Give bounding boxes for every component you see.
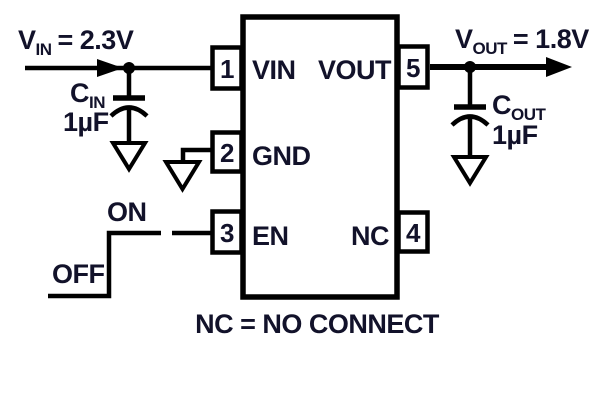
vin-source-label: VIN= 2.3V bbox=[18, 25, 134, 59]
cout-value-label: 1µF bbox=[492, 120, 538, 150]
on-label: ON bbox=[107, 197, 147, 227]
gnd-pin-ground-icon bbox=[162, 160, 203, 193]
pin5-label: VOUT bbox=[318, 55, 392, 85]
ic-body bbox=[240, 14, 400, 300]
cout-name-label: COUT bbox=[492, 90, 547, 124]
output-arrow-icon bbox=[546, 57, 572, 77]
nc-note: NC = NO CONNECT bbox=[195, 309, 440, 339]
pin2-number: 2 bbox=[220, 138, 234, 168]
pin1-box bbox=[210, 45, 244, 91]
input-arrow-icon bbox=[97, 59, 123, 77]
pin4-box bbox=[396, 210, 430, 254]
cout-ground-icon bbox=[450, 155, 490, 187]
cin-value-label: 1µF bbox=[63, 107, 109, 137]
enable-step-waveform bbox=[48, 230, 161, 299]
cin-ground-icon bbox=[109, 141, 149, 173]
pin2-box bbox=[210, 130, 244, 174]
pin1-label: VIN bbox=[252, 55, 296, 85]
pin4-label: NC bbox=[351, 221, 389, 251]
pin3-number: 3 bbox=[220, 218, 234, 248]
pin3-label: EN bbox=[252, 221, 289, 251]
pin2-label: GND bbox=[252, 141, 311, 171]
gnd-pin-wire bbox=[180, 147, 211, 162]
cin-name-label: CIN bbox=[70, 78, 105, 112]
vout-label: VOUT= 1.8V bbox=[455, 24, 589, 58]
pin5-box bbox=[396, 44, 430, 90]
pin4-number: 4 bbox=[406, 218, 421, 248]
off-label: OFF bbox=[52, 259, 105, 289]
pin5-number: 5 bbox=[406, 53, 420, 83]
pin3-box bbox=[210, 209, 244, 255]
pin1-number: 1 bbox=[220, 54, 234, 84]
